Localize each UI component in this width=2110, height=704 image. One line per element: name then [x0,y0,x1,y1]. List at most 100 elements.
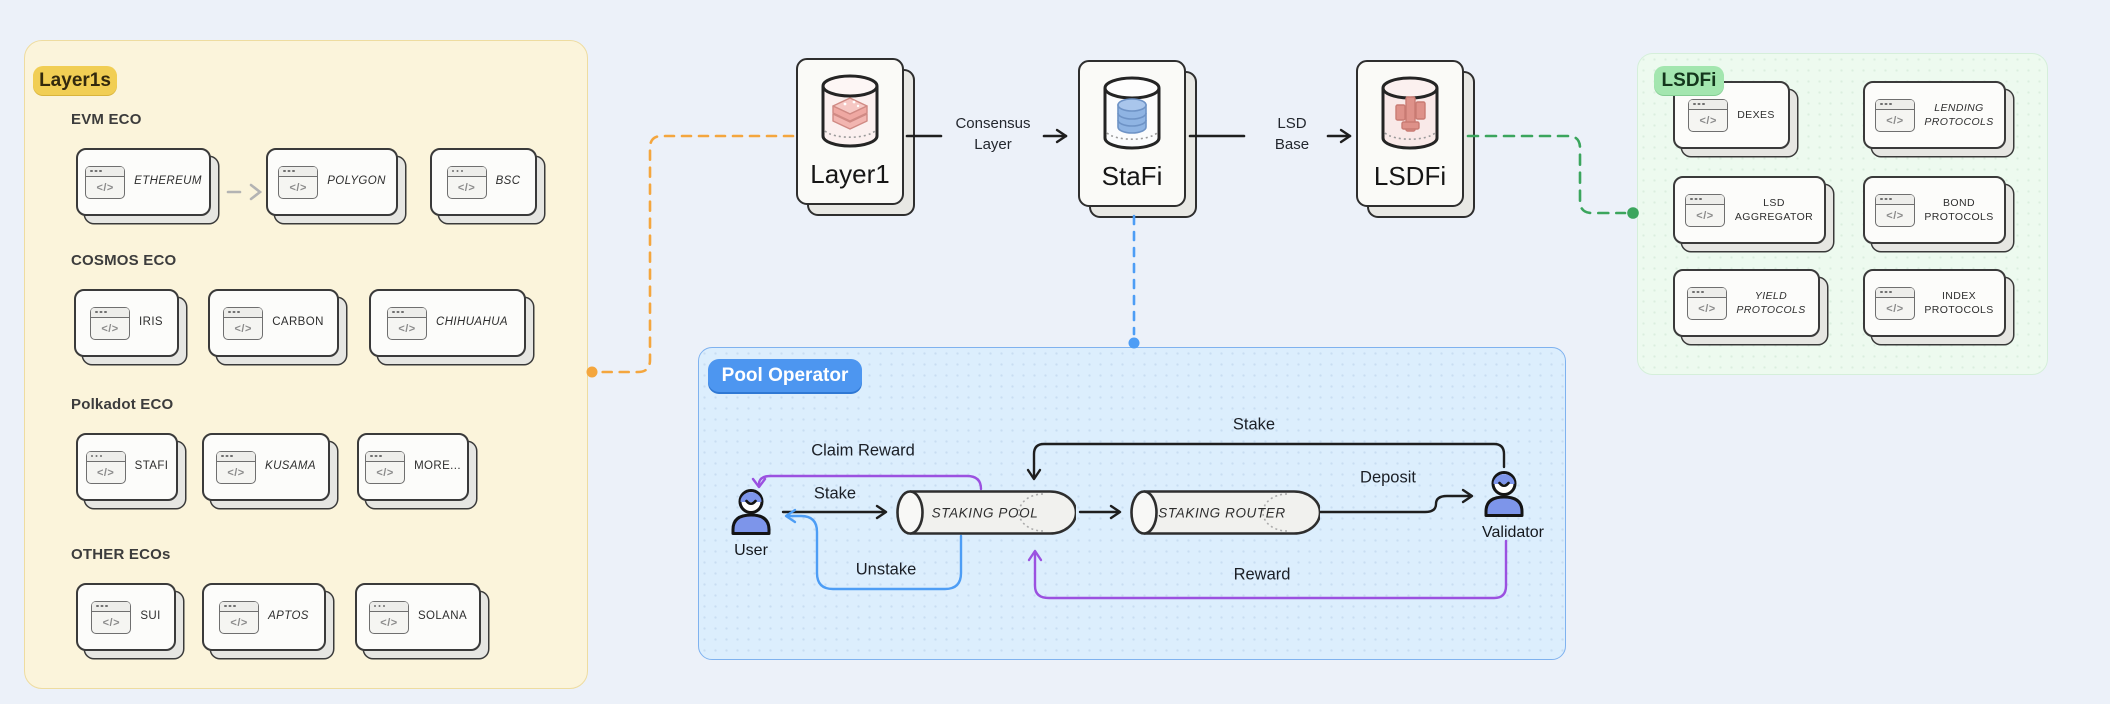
card-chihuahua: </> CHIHUAHUA [369,289,526,357]
chain-links [905,128,1352,144]
code-window-icon: </> [91,600,132,634]
card-label: LENDING PROTOCOLS [1924,101,1994,128]
card-label: SUI [140,610,161,623]
code-window-icon: </> [1875,98,1915,132]
cosmos-row: </> IRIS </> CARBON </> CHIHUAHUA [74,289,526,357]
validator-label: Validator [1482,524,1544,541]
stake-validator-arrow [1026,442,1506,481]
section-label-other: OTHER ECOs [71,546,171,563]
staking-pool-label: STAKING POOL [932,506,1039,521]
code-window-icon: </> [216,450,257,484]
card-sui: </> SUI [76,583,176,651]
card-stafi: </> STAFI [76,433,178,501]
stake-user-arrow [781,504,888,520]
lsdfi-node: LSDFi [1356,60,1464,207]
code-window-icon: </> [368,600,409,634]
pool-flows-overlay [751,442,1508,600]
section-label-polkadot: Polkadot ECO [71,396,174,413]
card-label: BSC [495,175,521,188]
deposit-arrow [1318,488,1474,514]
section-label-evm: EVM ECO [71,111,142,128]
code-window-icon: </> [1687,286,1727,320]
card-yield-protocols: </> YIELD PROTOCOLS [1673,269,1820,337]
database-pink-layers-icon [821,74,879,148]
pool-operator-panel: Pool Operator [698,347,1566,660]
code-window-icon: </> [219,600,260,634]
card-label: YIELD PROTOCOLS [1736,289,1806,316]
user-person-icon [731,489,771,535]
staking-router-cylinder: STAKING ROUTER [1128,489,1322,541]
card-label: DEXES [1737,108,1775,121]
green-dashed-connector [1466,134,1627,215]
card-label: CARBON [272,316,324,329]
node-title: StaFi [1101,161,1163,191]
card-index-protocols: </> INDEX PROTOCOLS [1863,269,2006,337]
evm-row: </> ETHEREUM </> POLYGON </> BSC [76,148,537,216]
unstake-label: Unstake [855,560,917,579]
card-label: APTOS [268,610,309,623]
card-label: STAFI [134,460,169,473]
card-label: INDEX PROTOCOLS [1924,289,1994,316]
stake-user-label: Stake [813,484,857,503]
deposit-label: Deposit [1360,468,1416,487]
code-window-icon: </> [1875,286,1915,320]
card-label: ETHEREUM [134,175,202,188]
card-lending-protocols: </> LENDING PROTOCOLS [1863,81,2006,149]
green-dot [1627,207,1639,219]
code-window-icon: </> [365,450,406,484]
card-label: KUSAMA [265,460,316,473]
card-iris: </> IRIS [74,289,179,357]
pool-operator-badge: Pool Operator [708,359,862,392]
validator-person-icon [1484,471,1524,517]
card-polygon: </> POLYGON [266,148,398,216]
card-label: CHIHUAHUA [436,316,508,329]
code-window-icon: </> [387,306,428,340]
user-actor: User [729,488,773,560]
database-blue-stack-icon [1103,76,1161,150]
gray-dashed-arrow [226,183,263,201]
reward-arrow [1027,539,1508,600]
card-bond-protocols: </> BOND PROTOCOLS [1863,176,2006,244]
card-label: MORE... [414,460,461,473]
unstake-arrow [784,508,963,591]
database-red-blocks-icon [1381,76,1439,150]
card-lsd-aggregator: </> LSD AGGREGATOR [1673,176,1826,244]
orange-dot [586,366,598,378]
code-window-icon: </> [1875,193,1915,227]
orange-dashed-connector [596,134,795,374]
user-label: User [734,542,768,559]
code-window-icon: </> [85,165,126,199]
other-row: </> SUI </> APTOS </> SOLANA [76,583,481,651]
claim-reward-label: Claim Reward [811,441,915,460]
lsdfi-badge: LSDFi [1654,66,1724,95]
code-window-icon: </> [446,165,487,199]
reward-label: Reward [1233,565,1291,584]
card-ethereum: </> ETHEREUM [76,148,211,216]
node-title: LSDFi [1373,161,1447,191]
polkadot-row: </> STAFI </> KUSAMA </> MORE... [76,433,469,501]
link-label-lsd-base: LSD Base [1274,115,1310,153]
card-carbon: </> CARBON [208,289,339,357]
card-bsc: </> BSC [430,148,537,216]
card-solana: </> SOLANA [355,583,481,651]
staking-router-label: STAKING ROUTER [1158,506,1285,521]
stake-validator-label: Stake [1232,415,1276,434]
card-kusama: </> KUSAMA [202,433,330,501]
layer1-node: Layer1 [796,58,904,205]
card-aptos: </> APTOS [202,583,326,651]
claim-reward-arrow [751,474,983,491]
layer1s-badge: Layer1s [33,66,117,95]
blue-dot [1128,337,1140,349]
node-title: Layer1 [810,159,890,189]
link-label-consensus-layer: Consensus Layer [955,115,1031,153]
code-window-icon: </> [1685,193,1725,227]
lsdfi-panel: LSDFi </> DEXES </> LENDING PROTOCOLS </… [1637,53,2048,375]
layer1s-panel: Layer1s EVM ECO </> ETHEREUM </> POLYGON… [24,40,588,689]
code-window-icon: </> [85,450,126,484]
card-label: BOND PROTOCOLS [1924,196,1994,223]
code-window-icon: </> [1688,98,1729,132]
staking-pool-cylinder: STAKING POOL [894,489,1078,541]
card-label: LSD AGGREGATOR [1734,196,1814,223]
